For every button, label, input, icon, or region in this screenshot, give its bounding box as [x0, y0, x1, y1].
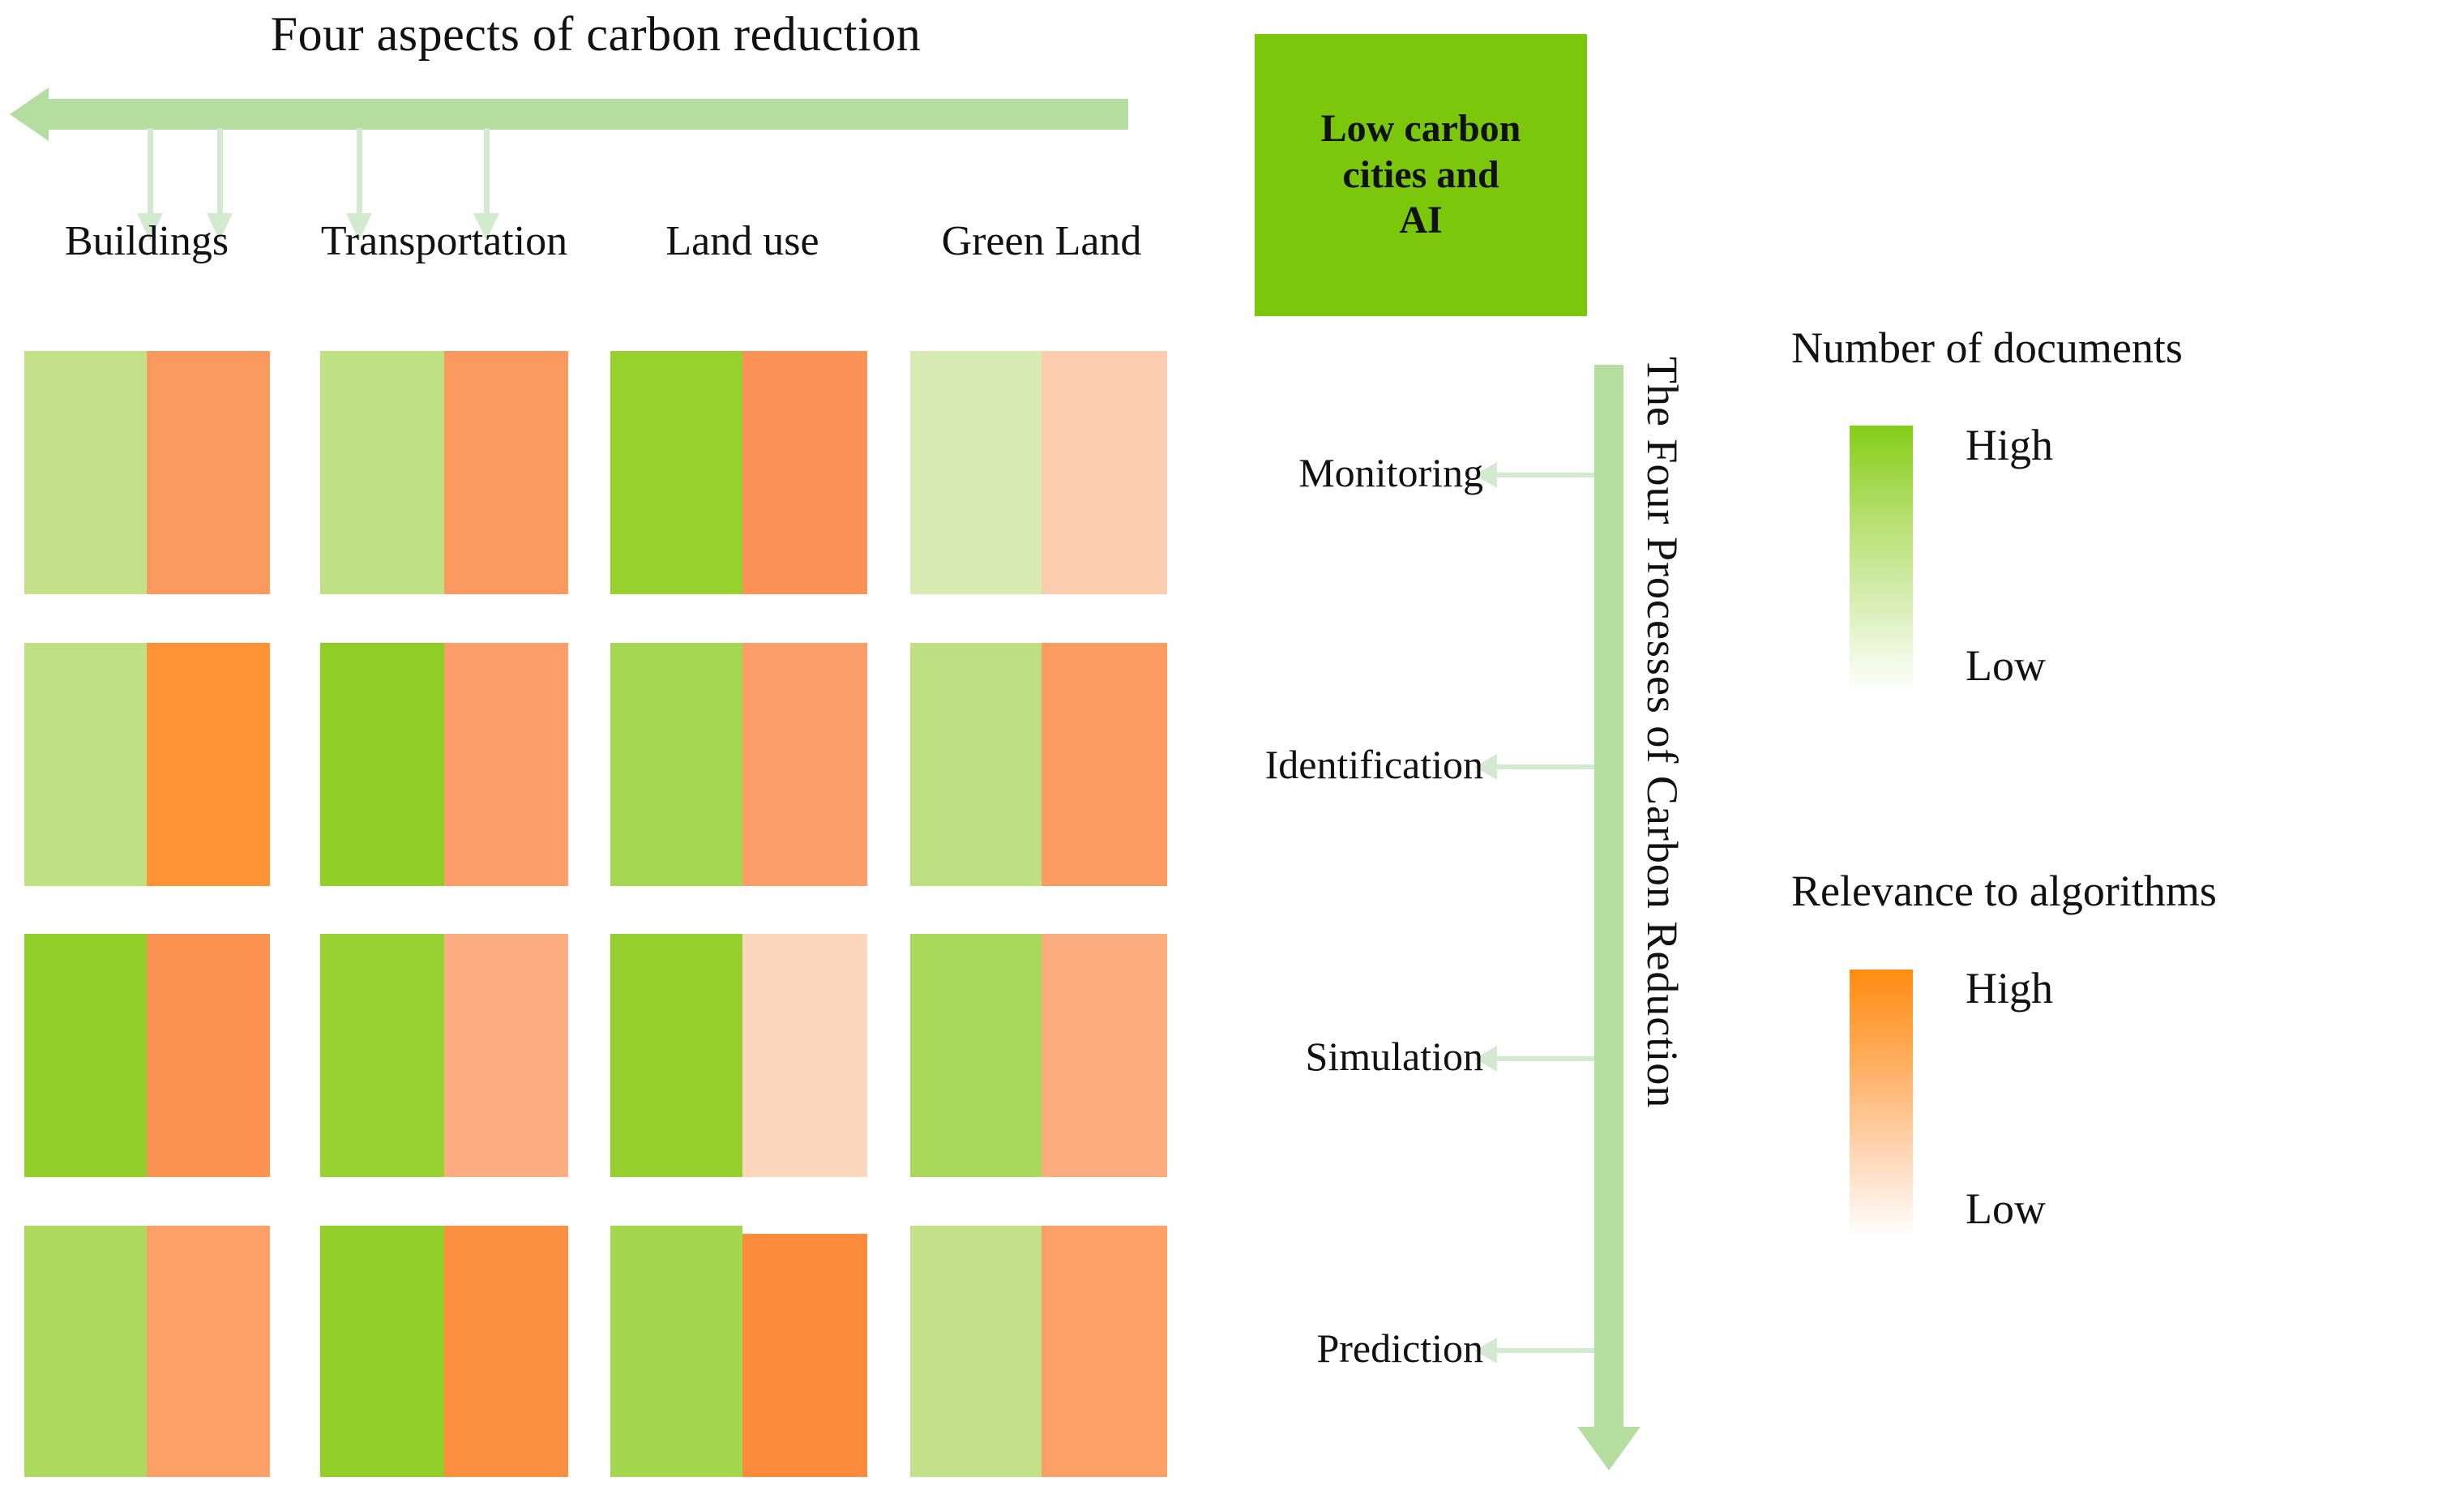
row-arrow-head-identification [1474, 754, 1497, 780]
concept-line-2: cities and [1342, 152, 1499, 196]
heatmap-cell-relevance-r0-c3 [1042, 351, 1167, 594]
legend-high-documents: High [1966, 421, 2053, 469]
concept-line-1: Low carbon [1320, 107, 1521, 151]
column-tick-arrow-3 [473, 128, 499, 241]
row-arrow-head-prediction [1474, 1338, 1497, 1364]
heatmap-cell-documents-r1-c3 [910, 643, 1042, 886]
legend-low-relevance: Low [1966, 1184, 2046, 1233]
column-tick-arrow-2 [346, 128, 372, 241]
vertical-arrow-head [1577, 1427, 1641, 1471]
heatmap-cell-relevance-r0-c0 [147, 351, 270, 594]
heatmap-cell-documents-r2-c3 [910, 934, 1042, 1177]
heatmap-cell-documents-r0-c1 [320, 351, 444, 594]
legend-ramp-relevance [1850, 970, 1913, 1237]
heatmap-cell-relevance-r0-c2 [742, 351, 867, 594]
row-label-simulation: Simulation [1305, 1034, 1483, 1079]
legend-ramp-documents [1850, 426, 1913, 693]
heatmap-cell-documents-r2-c1 [320, 934, 444, 1177]
heatmap-cell-relevance-r0-c1 [444, 351, 568, 594]
heatmap-cell-documents-r3-c3 [910, 1226, 1042, 1477]
heatmap-cell-relevance-r2-c2 [742, 934, 867, 1177]
row-arrow-prediction [1474, 1338, 1594, 1364]
row-arrow-head-simulation [1474, 1046, 1497, 1072]
column-tick-arrow-head-0 [137, 213, 163, 241]
heatmap-cell-documents-r2-c2 [610, 934, 742, 1177]
column-tick-arrow-0 [137, 128, 163, 241]
heatmap-cell-relevance-r2-c0 [147, 934, 270, 1177]
heatmap-cell-relevance-r1-c0 [147, 643, 270, 886]
axis-label-processes: The Four Processes of Carbon Reduction [1638, 357, 1687, 1109]
legend-low-documents: Low [1966, 641, 2046, 690]
heatmap-cell-relevance-r1-c3 [1042, 643, 1167, 886]
concept-box: Low carbon cities and AI [1255, 34, 1587, 316]
heatmap-cell-relevance-r3-c1 [444, 1226, 568, 1477]
heatmap-cell-relevance-r3-c2 [742, 1234, 867, 1477]
legend-title-documents: Number of documents [1791, 323, 2183, 372]
heatmap-cell-documents-r1-c0 [24, 643, 147, 886]
column-header-transportation: Transportation [320, 218, 568, 264]
legend-high-relevance: High [1966, 964, 2053, 1013]
row-arrow-head-monitoring [1474, 462, 1497, 488]
page-title: Four aspects of carbon reduction [270, 7, 922, 61]
heatmap-cell-documents-r0-c2 [610, 351, 742, 594]
row-arrow-monitoring [1474, 462, 1594, 488]
concept-line-3: AI [1399, 199, 1443, 242]
heatmap-cell-relevance-r1-c2 [742, 643, 867, 886]
column-tick-arrow-head-3 [473, 213, 499, 241]
heatmap-cell-documents-r1-c2 [610, 643, 742, 886]
heatmap-cell-relevance-r1-c1 [444, 643, 568, 886]
column-header-buildings: Buildings [64, 218, 229, 264]
heatmap-cell-documents-r3-c2 [610, 1226, 742, 1477]
heatmap-cell-documents-r0-c0 [24, 351, 147, 594]
column-tick-arrow-head-2 [346, 213, 372, 241]
vertical-arrow-bar [1594, 365, 1623, 1435]
heatmap-cell-relevance-r3-c0 [147, 1226, 270, 1477]
heatmap-cell-documents-r1-c1 [320, 643, 444, 886]
heatmap-cell-documents-r3-c0 [24, 1226, 147, 1477]
horizontal-arrow-bar [42, 99, 1128, 130]
column-tick-arrow-head-1 [207, 213, 233, 241]
heatmap-cell-documents-r0-c3 [910, 351, 1042, 594]
row-label-prediction: Prediction [1316, 1325, 1483, 1371]
heatmap-cell-relevance-r2-c1 [444, 934, 568, 1177]
legend-title-relevance: Relevance to algorithms [1791, 867, 2217, 915]
column-header-land-use: Land use [665, 218, 819, 264]
heatmap-cell-documents-r3-c1 [320, 1226, 444, 1477]
column-tick-arrow-1 [207, 128, 233, 241]
row-arrow-identification [1474, 754, 1594, 780]
heatmap-cell-documents-r2-c0 [24, 934, 147, 1177]
heatmap-cell-relevance-r3-c3 [1042, 1226, 1167, 1477]
column-header-green-land: Green Land [941, 218, 1142, 264]
row-arrow-simulation [1474, 1046, 1594, 1072]
row-label-identification: Identification [1264, 742, 1483, 787]
heatmap-cell-relevance-r2-c3 [1042, 934, 1167, 1177]
row-label-monitoring: Monitoring [1298, 450, 1483, 495]
